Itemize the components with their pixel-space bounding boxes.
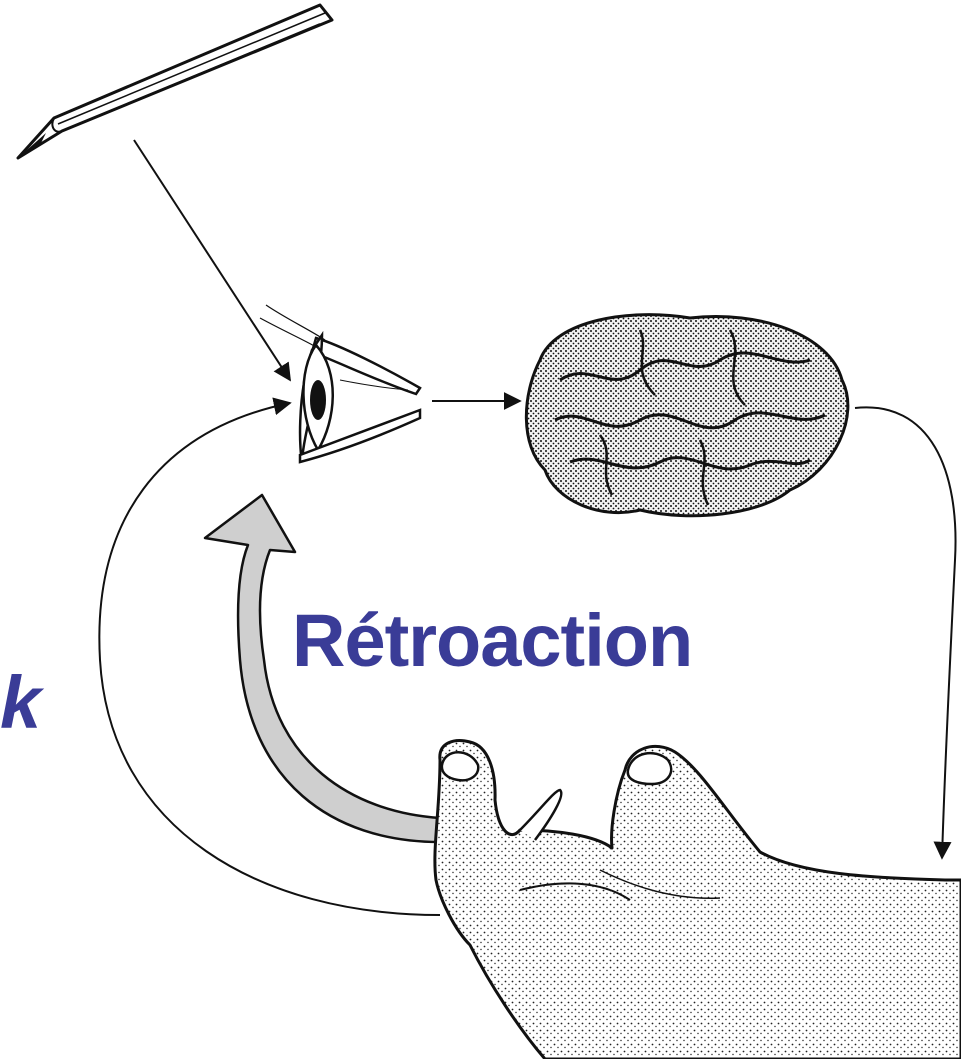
label-partial-left: k — [0, 660, 41, 745]
pencil-icon — [18, 5, 332, 158]
arrow-pencil-to-eye — [134, 140, 290, 380]
brain-icon — [526, 315, 848, 516]
arrow-brain-to-hand — [855, 407, 956, 858]
eye-icon — [260, 305, 420, 462]
label-retroaction: Rétroaction — [292, 598, 692, 683]
hand-icon — [435, 741, 961, 1059]
